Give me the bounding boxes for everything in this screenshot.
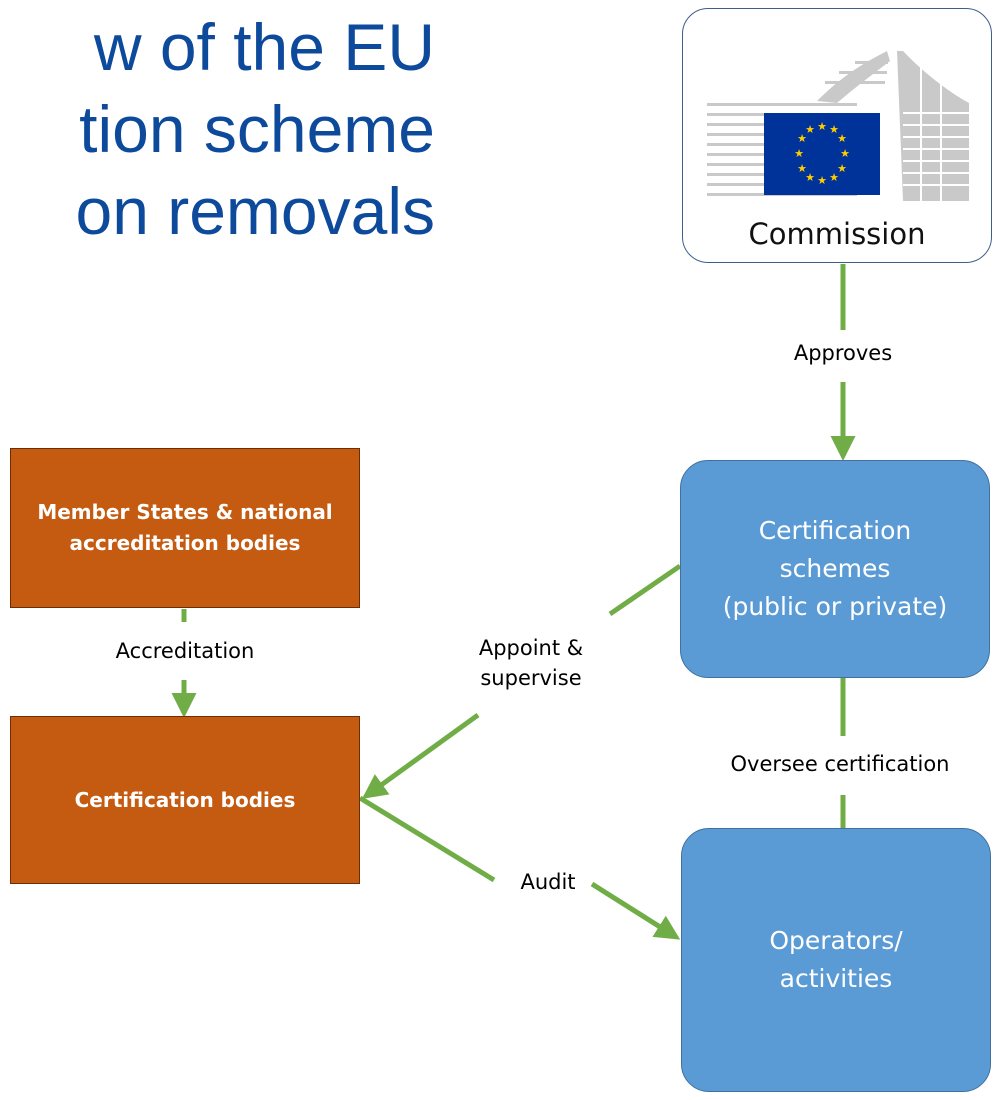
certification-bodies-node: Certification bodies [10,716,360,884]
svg-text:★: ★ [829,123,839,136]
svg-text:★: ★ [797,132,807,145]
edge-label-audit: Audit [520,870,576,894]
edge-label-oversee-certification: Oversee certification [730,752,950,776]
eu-flag-icon [764,113,880,195]
operators-label: Operators/ activities [769,926,903,993]
title-line-3: on removals [75,174,436,248]
operators-node: Operators/ activities [681,828,991,1092]
svg-text:★: ★ [837,162,847,175]
connector-bodies-right [358,795,496,883]
certification-bodies-label: Certification bodies [74,787,296,812]
svg-text:★: ★ [840,147,850,160]
commission-label: Commission [748,217,926,251]
arrow-audit [590,881,681,940]
commission-node: ★ ★ ★ ★ ★ ★ ★ ★ ★ ★ ★ ★ Commission [682,8,992,263]
european-commission-logo: ★ ★ ★ ★ ★ ★ ★ ★ ★ ★ ★ ★ [707,51,969,201]
connector-schemes-left [608,563,682,617]
eu-stars-icon: ★ ★ ★ ★ ★ ★ ★ ★ ★ ★ ★ ★ [794,120,850,187]
certification-schemes-node: Certification schemes (public or private… [680,460,990,678]
edge-label-approves: Approves [793,341,893,365]
member-states-node: Member States & national accreditation b… [10,448,360,608]
arrow-appoint-supervise [361,712,480,799]
certification-schemes-label: Certification schemes (public or private… [722,516,948,621]
svg-text:★: ★ [797,162,807,175]
title-line-1: w of the EU [93,10,435,84]
svg-text:★: ★ [829,171,839,184]
svg-text:★: ★ [817,120,827,133]
svg-text:★: ★ [805,123,815,136]
svg-text:★: ★ [794,147,804,160]
member-states-label: Member States & national accreditation b… [37,500,333,555]
title-line-2: tion scheme [79,92,435,166]
slide-title: w of the EU tion scheme on removals [76,0,436,252]
edge-label-accreditation: Accreditation [115,639,255,663]
svg-text:★: ★ [805,171,815,184]
svg-text:★: ★ [837,132,847,145]
svg-text:★: ★ [817,174,827,187]
edge-label-appoint-supervise: Appoint & supervise [478,636,584,690]
